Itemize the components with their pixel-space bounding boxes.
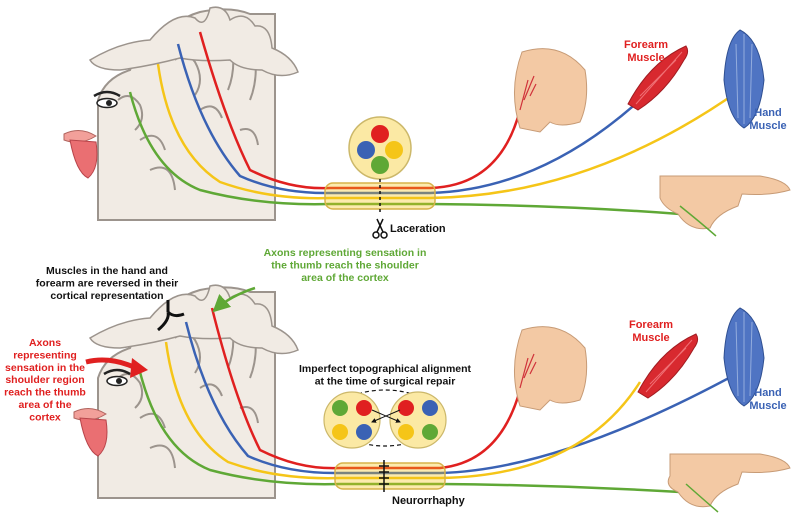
shoulder-icon — [513, 48, 588, 133]
neurorrhaphy-label: Neurorrhaphy — [392, 495, 466, 507]
shoulder-icon — [513, 326, 588, 411]
nerve-fibers-top — [128, 31, 741, 216]
forearm-muscle-icon — [627, 45, 689, 111]
homunculus-hand-top — [88, 6, 299, 77]
suture-icon — [379, 460, 389, 492]
tongue-icon — [73, 408, 108, 457]
hand-muscle-icon — [723, 29, 765, 129]
hand-muscle-icon — [723, 307, 765, 407]
callout-bracket — [157, 300, 185, 332]
hand-icon — [659, 175, 791, 237]
eye-icon — [93, 90, 121, 109]
thumb-axon-arrow — [212, 286, 256, 313]
nerve-fibers-bottom — [138, 307, 741, 494]
misaligned-cross-sections-icon — [323, 389, 447, 449]
eye-icon — [103, 368, 131, 387]
homunculus-hand-bottom — [88, 284, 299, 355]
nerve-cross-section-icon — [348, 116, 412, 215]
tongue-icon — [63, 130, 98, 179]
nerve-bundle-bottom — [334, 462, 446, 490]
scissors-icon — [372, 218, 388, 239]
forearm-muscle-icon — [637, 333, 699, 399]
shoulder-axon-arrowhead — [130, 358, 148, 378]
laceration-label: Laceration — [390, 223, 446, 235]
hand-icon — [667, 453, 791, 513]
